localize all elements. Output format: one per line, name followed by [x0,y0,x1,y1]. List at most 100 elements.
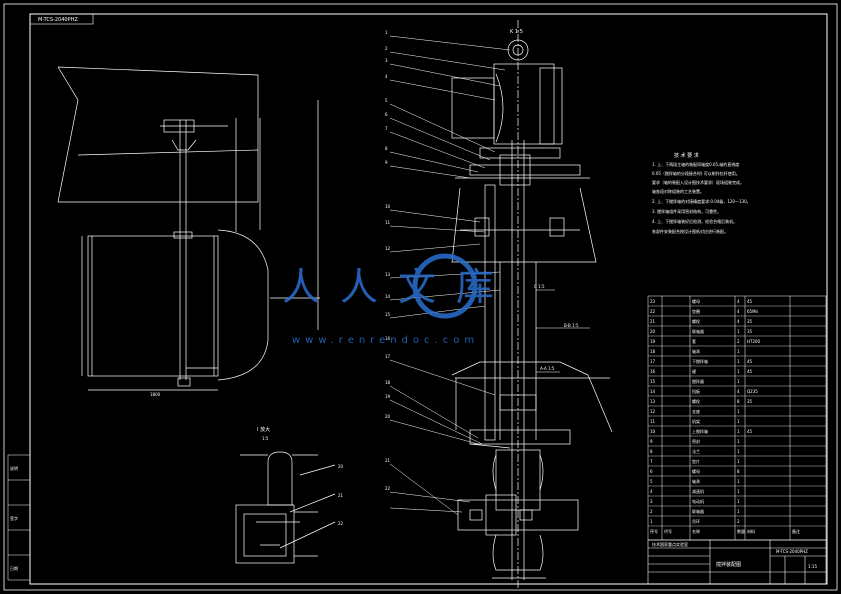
detail-balloon-1: 21 [338,493,344,498]
outer-border [3,3,838,591]
svg-text:22: 22 [385,486,391,491]
table-cell: 1 [737,439,740,444]
side-label-2: 日期 [10,565,18,571]
agitator-assembly-view [451,20,613,590]
table-header-cell: 名称 [692,528,700,534]
table-cell: 垫圈 [692,308,700,314]
table-cell: 20 [650,329,656,334]
svg-text:16: 16 [385,336,391,341]
table-cell: 8 [650,449,653,454]
table-header-cell: 备注 [792,528,800,534]
svg-text:4. 上、下搅拌轴装好后检测，检验合格后装机。: 4. 上、下搅拌轴装好后检测，检验合格后装机。 [652,218,737,224]
table-cell: 8 [737,469,740,474]
table-cell: 35 [747,329,753,334]
svg-text:6: 6 [385,112,388,117]
table-cell: 14 [650,389,656,394]
table-cell: 1 [737,419,740,424]
table-cell: HT200 [747,339,761,344]
side-label-1: 签字 [10,515,18,521]
svg-text:4: 4 [385,74,388,79]
table-header-cell: 材料 [747,528,755,534]
svg-text:3. 搅拌轴组件采用密封结构，可靠性。: 3. 搅拌轴组件采用密封结构，可靠性。 [652,208,721,214]
table-cell: 密封 [692,438,700,444]
table-cell: 4 [737,319,740,324]
table-cell: 机架 [692,418,700,424]
table-cell: 45 [747,429,753,434]
watermark-logo-icon [412,253,478,319]
table-cell: Q235 [747,389,758,394]
svg-text:19: 19 [385,394,391,399]
table-cell: 1 [737,369,740,374]
table-cell: 2 [650,509,653,514]
watermark-url: www.renrendoc.com [292,335,479,346]
table-cell: 螺栓 [692,398,700,404]
table-cell: 电动机 [692,498,704,504]
table-cell: 减速机 [692,488,704,494]
table-cell: 1 [737,509,740,514]
svg-text:1: 1 [385,30,388,35]
title-block-drawing-name: 搅拌装配图 [716,561,741,568]
table-cell: 3 [650,499,653,504]
title-block [647,539,827,585]
table-header-cell: 代号 [664,528,672,534]
table-cell: 1 [737,449,740,454]
watermark: 人人文库 www.renrendoc.com [282,253,494,346]
table-cell: 11 [650,419,656,424]
svg-text:12: 12 [385,246,391,251]
table-cell: 12 [650,409,656,414]
svg-text:7: 7 [385,126,388,131]
section-label-2: C 1:5 [534,284,545,289]
table-cell: 35 [747,319,753,324]
table-cell: 垫片 [692,458,700,464]
main-view-scale: K 1:5 [510,29,523,35]
table-cell: 17 [650,359,656,364]
table-cell: 7 [650,459,653,464]
table-cell: 45 [747,369,753,374]
detail-view-coupling [235,451,336,564]
table-cell: 18 [650,349,656,354]
table-cell: 4 [737,299,740,304]
table-cell: 4 [737,309,740,314]
table-cell: 搅拌器 [692,378,704,384]
svg-text:13: 13 [385,272,391,277]
table-cell: 8 [737,399,740,404]
table-cell: 1 [737,379,740,384]
table-cell: 35 [747,399,753,404]
table-cell: 2 [737,339,740,344]
section-label-0: B-B 1:5 [564,323,579,328]
title-block-scale: 1:15 [808,564,817,569]
inner-border [29,13,828,585]
svg-text:1. 上、下两段主轴的装配同轴度0.05,轴的直线度: 1. 上、下两段主轴的装配同轴度0.05,轴的直线度 [652,161,739,167]
table-cell: 联轴器 [692,508,704,514]
drawing-code: M-TCS-2040PHZ [38,17,78,23]
table-cell: 轴承 [692,478,700,484]
table-cell: 螺栓 [692,318,700,324]
table-cell: 1 [737,429,740,434]
table-cell: 45 [747,359,753,364]
binding-margin [7,454,31,581]
table-cell: 吊环 [692,519,700,524]
table-cell: 联轴器 [692,328,704,334]
table-cell: 4 [737,389,740,394]
svg-text:14: 14 [385,294,391,299]
section-label-1: A-A 1:5 [540,366,555,371]
table-header-cell: 序号 [650,528,658,534]
svg-text:21: 21 [385,458,391,463]
table-cell: 支座 [692,408,700,414]
side-label-0: 说明 [10,465,18,471]
table-cell: 5 [650,479,653,484]
table-cell: 套 [692,338,696,344]
table-cell: 下搅拌轴 [692,358,708,364]
table-cell: 9 [650,439,653,444]
table-cell: 10 [650,429,656,434]
table-header-cell: 数量 [737,528,745,534]
svg-text:17: 17 [385,354,391,359]
table-cell: 21 [650,319,656,324]
balloon-leaders [389,35,511,516]
table-cell: 1 [737,499,740,504]
svg-text:1800: 1800 [150,392,161,397]
table-cell: 16 [650,369,656,374]
table-cell: 1 [737,489,740,494]
table-cell: 45 [747,299,753,304]
